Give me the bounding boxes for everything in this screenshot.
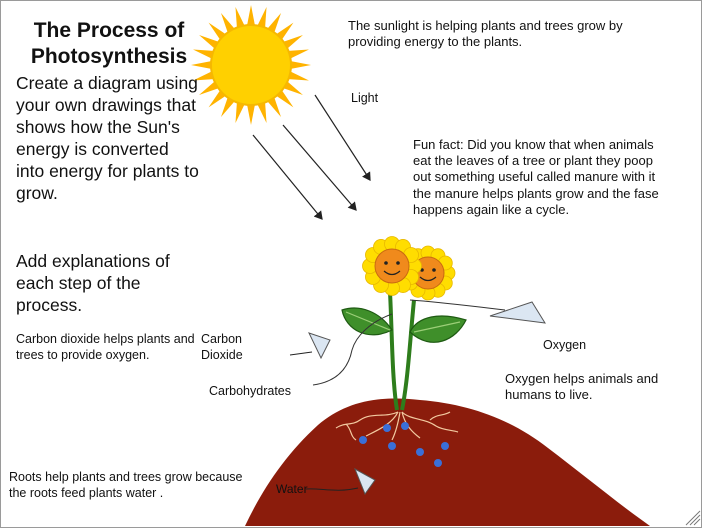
sun-ray (193, 71, 214, 81)
fun-fact-text: Fun fact: Did you know that when animals… (413, 137, 659, 217)
explain-prompt-text: Add explanations of each step of the pro… (16, 251, 170, 315)
sun-ray (235, 102, 245, 123)
water-drops (359, 422, 449, 467)
roots (335, 411, 459, 441)
sun-ray (283, 35, 303, 49)
plant-leaves (341, 307, 467, 343)
carbon-dioxide-arrow (289, 332, 331, 360)
water-label: Water (276, 482, 308, 496)
sun-ray (208, 90, 226, 108)
sun-ray (267, 97, 281, 117)
resize-grip-icon[interactable] (685, 510, 701, 526)
sun-ray (235, 7, 245, 28)
sun-ray (208, 22, 226, 40)
sun-ray (199, 81, 219, 95)
oxygen-label: Oxygen (543, 338, 587, 352)
sun-icon (191, 5, 311, 125)
sun-ray (199, 35, 219, 49)
sun-ray (267, 13, 281, 33)
plant-stems (388, 291, 416, 411)
sun-ray (221, 97, 235, 117)
oxygen-arrow (409, 299, 546, 324)
soil-mound (245, 398, 650, 526)
water-arrow (305, 467, 376, 496)
light-label: Light (351, 91, 379, 105)
oxygen-note: Oxygen helps animals and humans to live. (505, 371, 659, 402)
sun-ray (257, 7, 267, 28)
sun-ray (276, 90, 294, 108)
sun-ray (257, 102, 267, 123)
sunflower-front (362, 236, 422, 296)
sun-ray (290, 61, 311, 69)
sun-ray (283, 81, 303, 95)
carbon-dioxide-label: Carbon Dioxide (201, 332, 243, 362)
page-title: The Process of Photosynthesis (30, 19, 188, 68)
sun-ray (276, 22, 294, 40)
sun-ray (221, 13, 235, 33)
sun-ray (247, 104, 255, 125)
sun-ray (288, 49, 309, 59)
sun-ray (288, 71, 309, 81)
carbohydrates-label: Carbohydrates (209, 384, 291, 398)
instructions-text: Create a diagram using your own drawings… (16, 73, 199, 203)
light-rays (252, 94, 371, 220)
sunlight-note: The sunlight is helping plants and trees… (348, 18, 623, 49)
sun-ray (191, 61, 212, 69)
sun-ray (247, 5, 255, 26)
carbon-dioxide-note: Carbon dioxide helps plants and trees to… (16, 332, 195, 362)
carbohydrates-connector (312, 313, 393, 386)
roots-note: Roots help plants and trees grow because… (9, 470, 243, 500)
sun-ray (193, 49, 214, 59)
